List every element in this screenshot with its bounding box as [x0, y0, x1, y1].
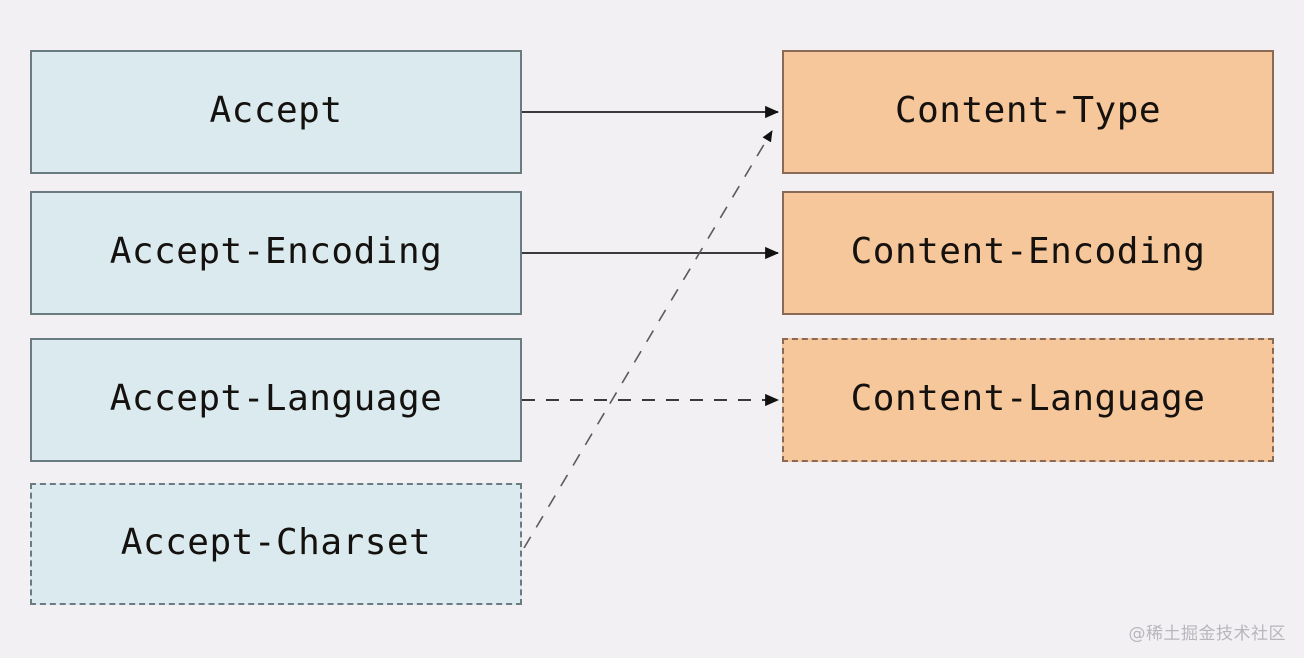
node-accept-language[interactable]: Accept-Language — [30, 338, 522, 462]
node-accept-encoding-label: Accept-Encoding — [109, 231, 443, 272]
node-accept-charset[interactable]: Accept-Charset — [30, 483, 522, 605]
node-content-type[interactable]: Content-Type — [782, 50, 1274, 174]
node-content-type-label: Content-Type — [894, 90, 1162, 131]
node-content-encoding-label: Content-Encoding — [850, 231, 1206, 272]
node-content-language-label: Content-Language — [850, 378, 1206, 419]
node-accept-encoding[interactable]: Accept-Encoding — [30, 191, 522, 315]
node-accept-label: Accept — [209, 90, 343, 131]
edge-accept-charset-to-content-type — [523, 130, 773, 549]
node-content-encoding[interactable]: Content-Encoding — [782, 191, 1274, 315]
node-accept-language-label: Accept-Language — [109, 378, 443, 419]
node-content-language[interactable]: Content-Language — [782, 338, 1274, 462]
watermark-text: @稀土掘金技术社区 — [1128, 624, 1286, 644]
node-accept-charset-label: Accept-Charset — [120, 522, 432, 563]
node-accept[interactable]: Accept — [30, 50, 522, 174]
